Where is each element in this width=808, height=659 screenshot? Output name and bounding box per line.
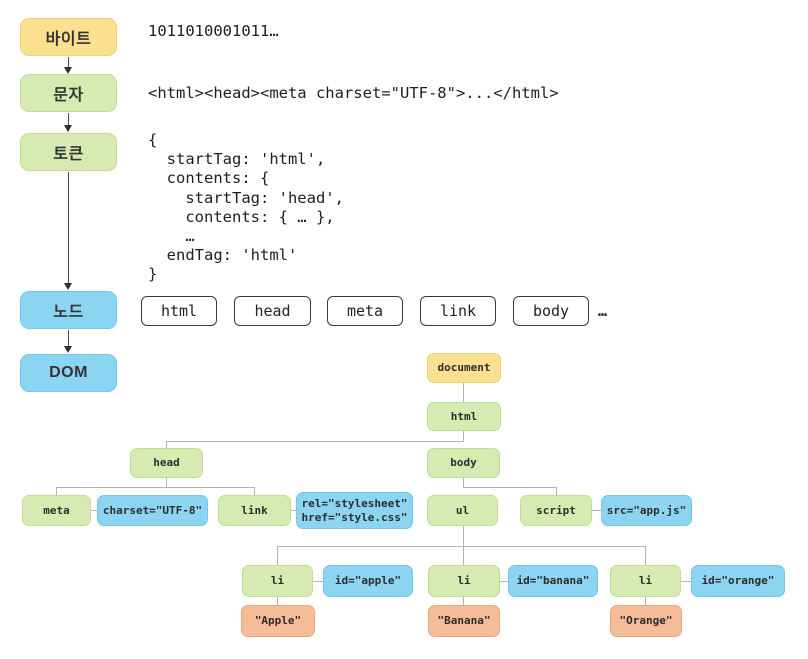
tokens-example-code: { startTag: 'html', contents: { startTag…: [148, 131, 344, 284]
node-chips-ellipsis: …: [598, 302, 608, 320]
tree-connector: [291, 510, 296, 511]
tree-connector: [463, 487, 556, 488]
tree-connector: [463, 597, 464, 605]
stage-dom: DOM: [20, 354, 117, 392]
tree-attr-charset: charset="UTF-8": [97, 495, 208, 526]
tree-node-li-apple: li: [242, 565, 313, 597]
tree-node-body: body: [427, 448, 500, 478]
tree-connector: [277, 546, 645, 547]
tree-connector: [254, 487, 255, 495]
stage-nodes-label: 노드: [53, 304, 84, 321]
stage-bytes: 바이트: [20, 18, 117, 56]
arrow-down-icon: [62, 57, 74, 74]
tree-connector: [556, 487, 557, 495]
tree-attr-id-banana: id="banana": [508, 565, 598, 597]
tree-connector: [166, 441, 464, 442]
tree-connector: [277, 546, 278, 565]
node-chip-meta: meta: [327, 296, 403, 326]
stage-bytes-label: 바이트: [45, 31, 92, 48]
tree-text-orange: "Orange": [610, 605, 682, 637]
stage-tokens: 토큰: [20, 133, 117, 171]
tree-connector: [500, 581, 508, 582]
arrow-down-icon: [62, 113, 74, 132]
tree-connector: [56, 487, 57, 495]
tree-connector: [56, 487, 254, 488]
tree-connector: [277, 597, 278, 605]
tree-connector: [463, 478, 464, 487]
tree-connector: [463, 431, 464, 441]
characters-example-text: <html><head><meta charset="UTF-8">...</h…: [148, 84, 559, 102]
tree-node-li-orange: li: [610, 565, 681, 597]
tree-connector: [313, 581, 323, 582]
stage-nodes: 노드: [20, 291, 117, 329]
tree-connector: [166, 441, 167, 448]
stage-characters-label: 문자: [53, 87, 84, 104]
tree-connector: [91, 510, 97, 511]
node-chip-html: html: [141, 296, 217, 326]
tree-connector: [463, 526, 464, 546]
tree-attr-id-apple: id="apple": [323, 565, 413, 597]
tree-node-ul: ul: [427, 495, 498, 526]
arrow-down-icon: [62, 330, 74, 353]
tree-connector: [681, 581, 691, 582]
tree-node-li-banana: li: [428, 565, 500, 597]
tree-connector: [592, 510, 601, 511]
tree-node-script: script: [520, 495, 592, 526]
tree-node-meta: meta: [22, 495, 91, 526]
tree-attr-id-orange: id="orange": [691, 565, 785, 597]
tree-connector: [645, 597, 646, 605]
node-chip-head: head: [234, 296, 311, 326]
tree-text-apple: "Apple": [241, 605, 315, 637]
arrow-down-icon: [62, 172, 74, 290]
tree-connector: [166, 478, 167, 487]
node-chip-link: link: [420, 296, 496, 326]
stage-tokens-label: 토큰: [53, 146, 84, 163]
stage-characters: 문자: [20, 74, 117, 112]
tree-node-head: head: [130, 448, 203, 478]
tree-node-html: html: [427, 402, 501, 431]
node-chip-body: body: [513, 296, 589, 326]
tree-connector: [463, 383, 464, 402]
tree-connector: [645, 546, 646, 565]
stage-dom-label: DOM: [49, 364, 88, 381]
tree-attr-rel-href: rel="stylesheet" href="style.css": [296, 492, 413, 529]
bytes-example-text: 1011010001011…: [148, 22, 279, 40]
tree-node-link: link: [218, 495, 291, 526]
tree-node-document: document: [427, 353, 501, 383]
tree-text-banana: "Banana": [428, 605, 500, 637]
tree-attr-src: src="app.js": [601, 495, 692, 526]
tree-connector: [463, 546, 464, 565]
